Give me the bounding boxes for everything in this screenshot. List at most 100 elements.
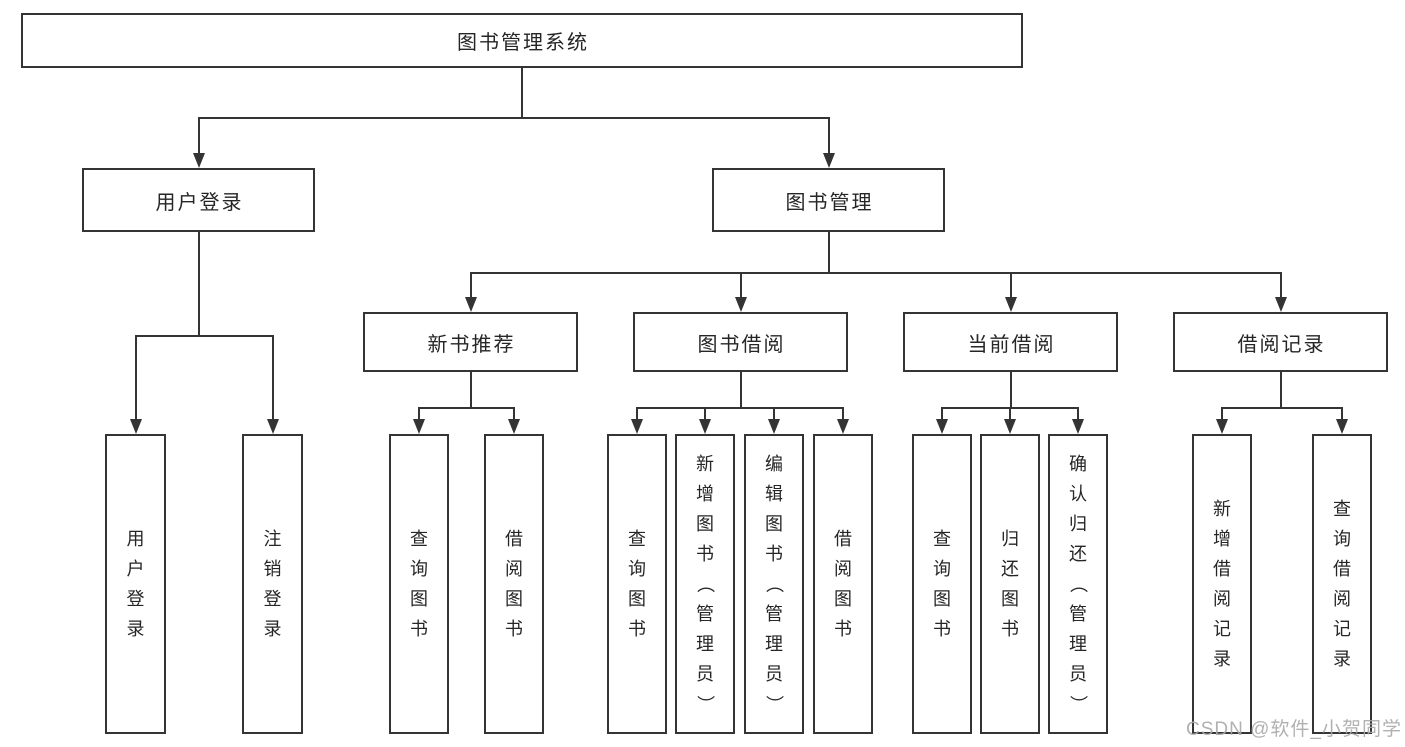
edge-bar-new-book-recommend	[418, 407, 515, 409]
vertical-char: 询	[933, 559, 951, 579]
vertical-char: 录	[1213, 649, 1231, 669]
vertical-char: 还	[1001, 559, 1019, 579]
node-label-leaf-add-borrow-record: 新增借阅记录	[1213, 494, 1231, 674]
node-label-borrow-records: 借阅记录	[1237, 333, 1326, 356]
edge-stem-new-book-recommend	[469, 272, 472, 299]
vertical-char: （	[695, 575, 715, 593]
edge-drop-current-borrow	[1009, 372, 1012, 409]
arrowhead-leaf-query-borrow-record	[1336, 419, 1348, 434]
vertical-char: （	[764, 575, 784, 593]
vertical-char: 辑	[765, 484, 783, 504]
arrowhead-leaf-borrow-book-1	[508, 419, 520, 434]
node-current-borrow: 当前借阅	[903, 312, 1118, 372]
vertical-char: 书	[1001, 619, 1019, 639]
node-user-login: 用户登录	[82, 168, 315, 232]
edge-stem-book-borrow	[739, 272, 742, 299]
node-label-book-borrow: 图书借阅	[697, 333, 786, 356]
node-label-leaf-add-book: 新增图书（管理员）	[695, 449, 715, 719]
arrowhead-leaf-query-book-3	[936, 419, 948, 434]
vertical-char: 录	[263, 619, 282, 639]
arrowhead-leaf-edit-book	[768, 419, 780, 434]
node-label-leaf-query-borrow-record: 查询借阅记录	[1333, 494, 1351, 674]
node-label-leaf-user-login: 用户登录	[127, 524, 145, 644]
node-label-leaf-edit-book: 编辑图书（管理员）	[764, 449, 784, 719]
edge-stem-leaf-add-borrow-record	[1221, 407, 1223, 421]
vertical-char: 理	[696, 634, 714, 654]
vertical-char: 书	[933, 619, 951, 639]
vertical-char: 编	[765, 454, 783, 474]
vertical-char: 询	[628, 559, 646, 579]
node-leaf-query-book-2: 查询图书	[607, 434, 667, 734]
node-root: 图书管理系统	[21, 13, 1023, 68]
vertical-char: 书	[505, 619, 523, 639]
edge-stem-leaf-confirm-return	[1077, 407, 1079, 421]
vertical-char: 员	[696, 664, 714, 684]
node-label-leaf-confirm-return: 确认归还（管理员）	[1068, 449, 1088, 719]
arrowhead-leaf-user-login	[129, 419, 142, 434]
edge-drop-user-login	[197, 232, 200, 337]
edge-drop-book-borrow	[739, 372, 742, 409]
vertical-char: 阅	[505, 559, 523, 579]
node-label-leaf-return-book: 归还图书	[1001, 524, 1019, 644]
edge-drop-borrow-records	[1279, 372, 1282, 409]
vertical-char: 询	[1333, 529, 1351, 549]
node-leaf-logout: 注销登录	[242, 434, 303, 734]
node-leaf-query-book-3: 查询图书	[912, 434, 972, 734]
vertical-char: 录	[1333, 649, 1351, 669]
vertical-char: 书	[628, 619, 646, 639]
vertical-char: 户	[126, 559, 145, 579]
node-label-leaf-borrow-book-1: 借阅图书	[505, 524, 523, 644]
vertical-char: 图	[933, 589, 951, 609]
edge-drop-root	[521, 68, 523, 119]
vertical-char: ）	[695, 695, 715, 713]
arrowhead-leaf-return-book	[1004, 419, 1016, 434]
vertical-char: ）	[1068, 695, 1088, 713]
vertical-char: 登	[263, 589, 282, 609]
arrowhead-user-login	[192, 153, 205, 168]
node-leaf-add-book: 新增图书（管理员）	[675, 434, 735, 734]
vertical-char: 查	[410, 529, 428, 549]
arrowhead-current-borrow	[1004, 297, 1017, 312]
edge-drop-new-book-recommend	[469, 372, 472, 409]
edge-stem-book-management	[827, 117, 830, 155]
vertical-char: 询	[410, 559, 428, 579]
arrowhead-book-borrow	[734, 297, 747, 312]
edge-bar-book-borrow	[636, 407, 844, 409]
node-leaf-edit-book: 编辑图书（管理员）	[744, 434, 804, 734]
arrowhead-leaf-logout	[266, 419, 279, 434]
vertical-char: 管	[696, 604, 714, 624]
node-leaf-query-borrow-record: 查询借阅记录	[1312, 434, 1372, 734]
vertical-char: 管	[765, 604, 783, 624]
node-label-current-borrow: 当前借阅	[967, 333, 1056, 356]
node-leaf-user-login: 用户登录	[105, 434, 166, 734]
edge-stem-leaf-user-login	[134, 335, 137, 421]
edge-stem-leaf-logout	[271, 335, 274, 421]
vertical-char: 用	[126, 529, 145, 549]
node-label-user-login: 用户登录	[155, 191, 244, 214]
vertical-char: 理	[1069, 634, 1087, 654]
edge-stem-leaf-query-book-3	[941, 407, 943, 421]
vertical-char: （	[1068, 575, 1088, 593]
vertical-char: 图	[765, 514, 783, 534]
node-leaf-query-book-1: 查询图书	[389, 434, 449, 734]
vertical-char: 阅	[1333, 589, 1351, 609]
vertical-char: 注	[263, 529, 282, 549]
node-label-leaf-query-book-2: 查询图书	[628, 524, 646, 644]
vertical-char: 图	[834, 589, 852, 609]
edge-stem-leaf-query-borrow-record	[1341, 407, 1343, 421]
node-leaf-borrow-book-2: 借阅图书	[813, 434, 873, 734]
vertical-char: ）	[764, 695, 784, 713]
node-book-borrow: 图书借阅	[633, 312, 848, 372]
vertical-char: 查	[1333, 499, 1351, 519]
arrowhead-book-management	[822, 153, 835, 168]
node-new-book-recommend: 新书推荐	[363, 312, 578, 372]
vertical-char: 销	[263, 559, 282, 579]
vertical-char: 借	[505, 529, 523, 549]
vertical-char: 归	[1069, 514, 1087, 534]
edge-stem-leaf-add-book	[704, 407, 706, 421]
edge-drop-book-management	[827, 232, 830, 274]
arrowhead-borrow-records	[1274, 297, 1287, 312]
arrowhead-leaf-add-borrow-record	[1216, 419, 1228, 434]
edge-bar-book-management	[469, 272, 1282, 274]
